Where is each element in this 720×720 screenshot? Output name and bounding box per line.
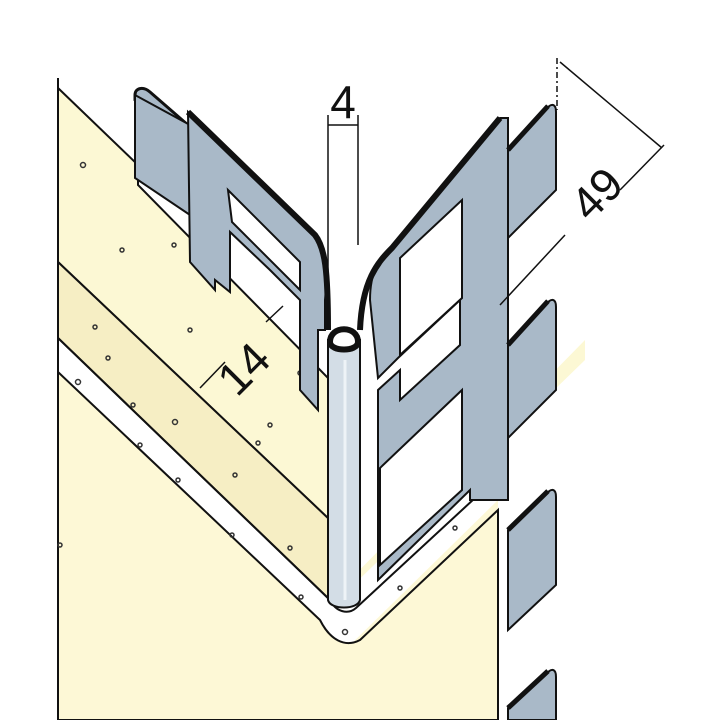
left-wing-hole (226, 187, 301, 293)
leg-width-ext-right (619, 144, 665, 191)
right-wing-edge (357, 116, 503, 331)
bead-nose-cap (326, 326, 362, 353)
plaster-speckles (57, 161, 458, 636)
right-wing-hole-lower (379, 387, 463, 568)
leg-width-dimension-line (559, 61, 663, 149)
plaster-layers (57, 78, 585, 720)
flange-tab-4 (507, 669, 557, 720)
board-surface (57, 369, 499, 720)
gap-value: 4 (330, 76, 356, 128)
right-flange-tabs (507, 104, 557, 720)
plaster-depth-line-a (199, 361, 226, 389)
leg-width-value: 49 (560, 157, 633, 230)
right-flange-tab-edges (506, 104, 550, 710)
corner-bead (133, 86, 557, 720)
plaster-depth-line-b (265, 305, 284, 323)
right-wing-hole-upper (399, 197, 463, 358)
flange-tab-3 (507, 489, 557, 633)
leg-width-leader (499, 234, 566, 306)
dimension-gap: 4 (327, 76, 359, 330)
